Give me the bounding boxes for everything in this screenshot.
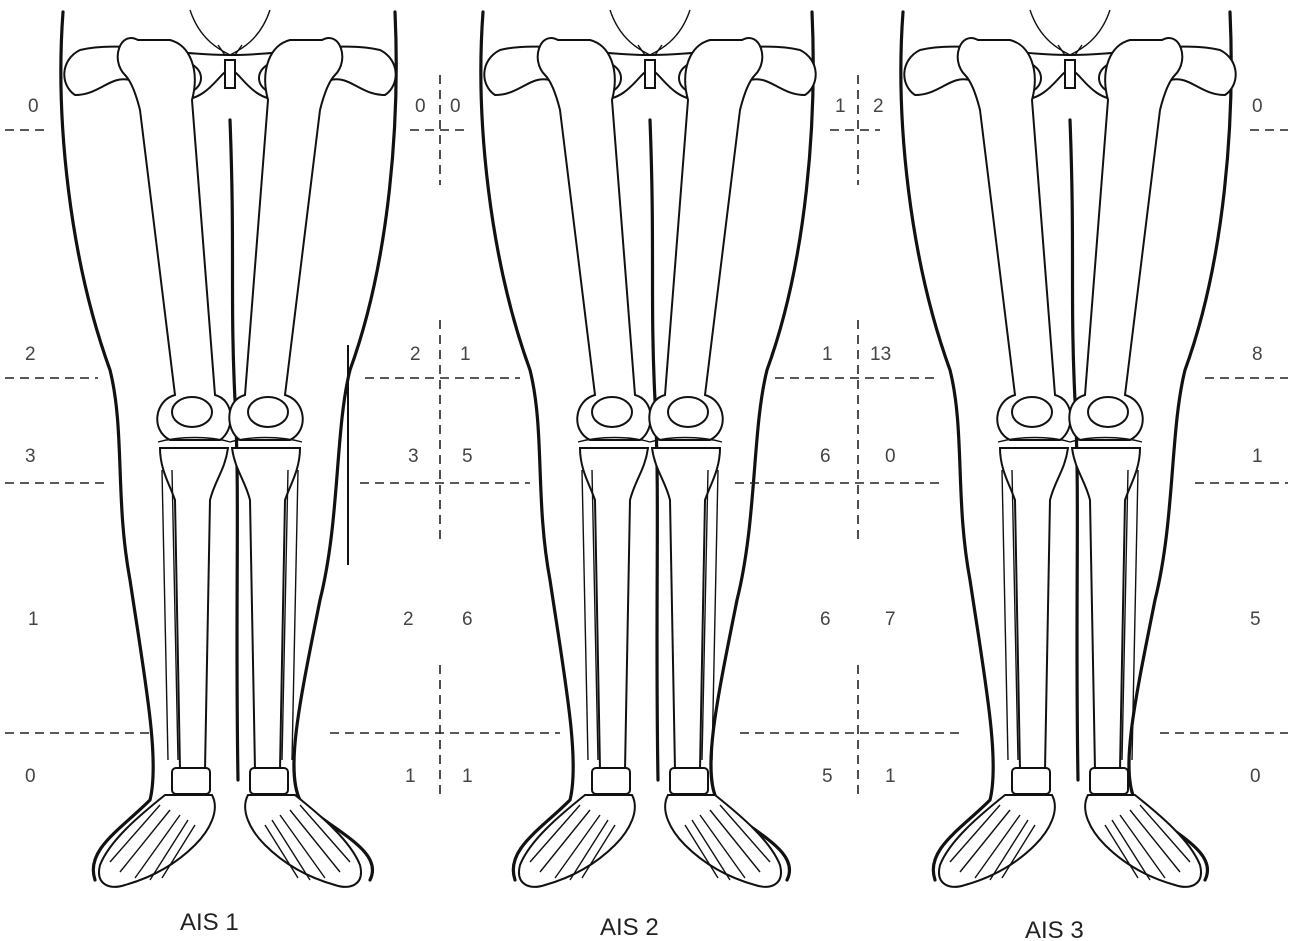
caption-ais-1: AIS 1 — [180, 909, 239, 936]
label-right-lower-leg: 6 — [820, 609, 831, 630]
label-left-knee: 0 — [885, 446, 896, 467]
label-left-foot: 1 — [885, 766, 896, 787]
label-right-lower-leg: 5 — [1250, 609, 1261, 630]
label-left-foot: 1 — [462, 766, 473, 787]
label-left-thigh: 1 — [460, 344, 471, 365]
label-right-thigh: 2 — [410, 344, 421, 365]
caption-ais-2: AIS 2 — [600, 914, 659, 941]
label-left-lower-leg: 1 — [28, 609, 39, 630]
label-left-hip: 2 — [873, 96, 884, 117]
label-left-hip: 0 — [28, 96, 39, 117]
label-right-knee: 6 — [820, 446, 831, 467]
label-left-knee: 3 — [25, 446, 36, 467]
label-right-knee: 1 — [1252, 446, 1263, 467]
label-right-thigh: 8 — [1252, 344, 1263, 365]
panel-ais-1: 0 2 3 1 0 0 2 3 2 1 AIS 1 — [5, 10, 560, 936]
caption-ais-3: AIS 3 — [1025, 917, 1084, 941]
label-right-thigh: 1 — [822, 344, 833, 365]
label-left-thigh: 13 — [870, 344, 891, 365]
label-left-knee: 5 — [462, 446, 473, 467]
label-left-lower-leg: 7 — [885, 609, 896, 630]
label-right-foot: 5 — [822, 766, 833, 787]
label-right-lower-leg: 2 — [403, 609, 414, 630]
label-left-hip: 0 — [450, 96, 461, 117]
label-left-lower-leg: 6 — [462, 609, 473, 630]
label-right-hip: 0 — [415, 96, 426, 117]
label-right-knee: 3 — [408, 446, 419, 467]
panel-ais-2: 0 1 5 6 1 1 1 6 6 5 AIS 2 — [450, 10, 960, 941]
label-right-hip: 0 — [1252, 96, 1263, 117]
label-left-foot: 0 — [25, 766, 36, 787]
label-right-foot: 1 — [405, 766, 416, 787]
label-right-hip: 1 — [835, 96, 846, 117]
label-right-foot: 0 — [1250, 766, 1261, 787]
label-left-thigh: 2 — [25, 344, 36, 365]
panel-ais-3: 2 13 0 7 1 0 8 1 5 0 AIS 3 — [870, 10, 1288, 941]
